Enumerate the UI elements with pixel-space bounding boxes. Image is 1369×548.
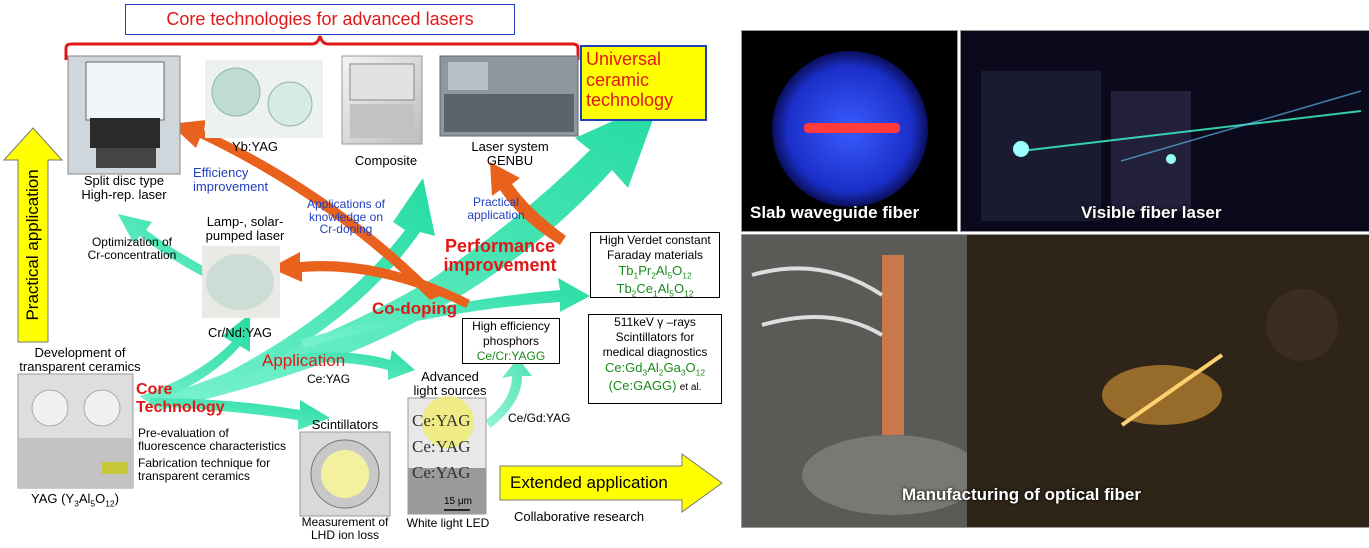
genbu-label: Laser system GENBU xyxy=(471,139,549,168)
yag-al: Al xyxy=(78,491,91,506)
performance-label: Performance improvement xyxy=(443,236,557,275)
sample-line-3: Ce:YAG xyxy=(412,463,471,482)
visible-photo-label: Visible fiber laser xyxy=(1081,203,1222,222)
efficiency-label: Efficiency improvement xyxy=(193,165,269,194)
slab-photo-label: Slab waveguide fiber xyxy=(750,203,920,222)
orange-arrow-lamp xyxy=(270,252,470,308)
yag-prefix: YAG (Y xyxy=(31,491,75,506)
gamma-box: 511keV γ –rays Scintillators for medical… xyxy=(588,314,722,404)
crnd-label: Cr/Nd:YAG xyxy=(207,325,273,340)
gamma-title: 511keV γ –rays Scintillators for medical… xyxy=(602,315,708,359)
yag-sub-12: 12 xyxy=(105,498,115,509)
composite-label: Composite xyxy=(354,153,418,168)
core-tech-label: Core Technology xyxy=(136,381,225,416)
red-brace xyxy=(64,35,580,60)
phosphor-title: High efficiency phosphors xyxy=(472,319,550,348)
gamma-etal: et al. xyxy=(679,382,702,394)
practical-app-label: Practical application xyxy=(467,195,525,222)
extended-arrow xyxy=(499,453,723,513)
teal-arrow-scint xyxy=(150,398,330,430)
ceyag-label: Ce:YAG xyxy=(307,372,351,386)
universal-callout: Universal ceramic technology xyxy=(580,45,707,121)
sample-line-2: Ce:YAG xyxy=(412,437,471,456)
fabrication-label: Fabrication technique for transparent ce… xyxy=(138,456,271,483)
app-knowledge-label: Applications of knowledge on Cr-doping xyxy=(306,197,386,237)
codoping-label: Co-doping xyxy=(372,299,457,318)
header-title: Core technologies for advanced lasers xyxy=(125,4,515,35)
practical-arrow xyxy=(2,127,64,343)
practical-label: Practical application xyxy=(23,169,43,321)
gamma-formula-2: (Ce:GAGG) xyxy=(608,378,677,394)
development-label: Development of transparent ceramics xyxy=(19,345,141,374)
teal-arrow-crnd xyxy=(140,314,250,404)
teal-arrow-light xyxy=(290,350,415,380)
manufacturing-photo-art xyxy=(742,235,1369,527)
teal-arrow-faraday xyxy=(300,278,590,348)
advanced-light-label: Advanced light sources xyxy=(413,369,487,398)
visible-laser-photo: Visible fiber laser xyxy=(960,30,1369,232)
yag-sub-5: 5 xyxy=(90,498,96,509)
white-led-label: White light LED xyxy=(406,516,490,530)
gamma-formula-2-line: (Ce:GAGG) et al. xyxy=(589,378,721,395)
yag-suffix: ) xyxy=(114,491,119,506)
yag-sub-3: 3 xyxy=(74,498,79,509)
manufacturing-photo: Manufacturing of optical fiber xyxy=(741,234,1369,528)
scintillators-label: Scintillators xyxy=(311,417,379,432)
lamp-label: Lamp-, solar- pumped laser xyxy=(205,214,285,243)
extended-label: Extended application xyxy=(510,473,668,492)
teal-arrow-split xyxy=(118,214,214,280)
diagram-graphics xyxy=(2,35,723,517)
orange-arrow-genbu xyxy=(490,162,566,245)
collab-label: Collaborative research xyxy=(514,509,645,524)
gamma-formula: Ce:Gd3Al2Ga3O12 xyxy=(604,360,706,378)
phosphor-formula: Ce/Cr:YAGG xyxy=(476,349,546,363)
split-disc-label: Split disc type High-rep. laser xyxy=(81,173,167,202)
verdet-formula-2: Tb2Ce1Al5O12 xyxy=(616,281,694,299)
sample-line-1: Ce:YAG xyxy=(412,411,471,430)
slab-waveguide-photo: Slab waveguide fiber xyxy=(741,30,958,232)
scale-bar-label: 15 μm xyxy=(444,496,472,507)
slab-photo-art xyxy=(772,51,928,207)
manufacturing-photo-label: Manufacturing of optical fiber xyxy=(902,485,1141,504)
optimization-label: Optimization of Cr-concentration xyxy=(87,235,177,262)
phosphor-box: High efficiency phosphors Ce/Cr:YAGG xyxy=(462,318,560,364)
teal-arrow-composite xyxy=(170,178,435,408)
yag-o: O xyxy=(95,491,106,506)
concept-diagram: Core technologies for advanced lasers Un… xyxy=(2,4,723,542)
lhd-label: Measurement of LHD ion loss xyxy=(301,515,389,542)
visible-photo-art xyxy=(981,71,1362,221)
application-label: Application xyxy=(262,351,346,370)
yag-label: YAG (Y3Al5O12) xyxy=(10,492,140,508)
verdet-formula-1: Tb1Pr2Al5O12 xyxy=(618,263,692,281)
teal-arrow-phosphor xyxy=(486,358,532,428)
teal-arrow-universal xyxy=(150,100,660,410)
pre-eval-label: Pre-evaluation of fluorescence character… xyxy=(138,426,287,453)
verdet-title: High Verdet constant Faraday materials xyxy=(599,233,711,262)
ybyag-label: Yb:YAG xyxy=(231,139,278,154)
verdet-box: High Verdet constant Faraday materials T… xyxy=(590,232,720,299)
cegd-label: Ce/Gd:YAG xyxy=(508,411,571,425)
